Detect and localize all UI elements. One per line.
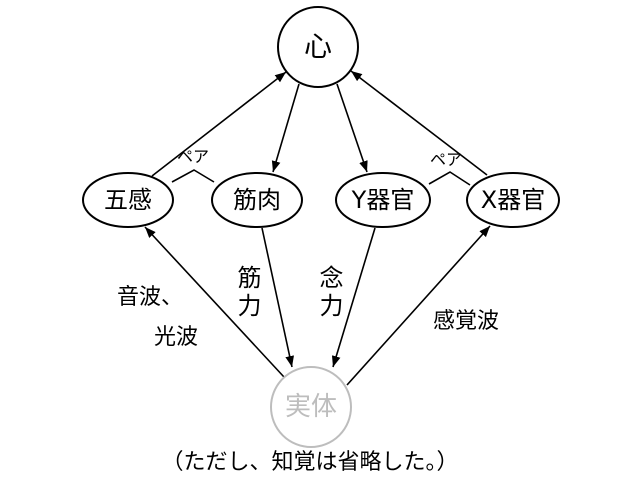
node-mind-shape — [277, 6, 359, 88]
pair-connector-left — [171, 169, 215, 183]
node-x-organ-shape — [466, 172, 560, 228]
arrow-entity-to-x-organ — [346, 225, 491, 386]
arrow-mind-to-y-organ — [336, 83, 368, 173]
sound-light-wave-label-line1: 音波、 — [116, 285, 184, 310]
node-entity-label: 実体 — [284, 392, 338, 422]
node-x-organ-label: X器官 — [480, 186, 546, 214]
diagram-caption: （ただし、知覚は省略した。） — [161, 450, 459, 475]
node-five-senses-shape — [82, 172, 174, 228]
node-muscle-shape — [211, 172, 303, 228]
sense-wave-label: 感覚波 — [432, 309, 500, 334]
node-y-organ-shape — [335, 172, 431, 228]
arrow-entity-to-five-senses — [144, 226, 285, 378]
arrow-mind-to-muscle — [271, 83, 300, 173]
muscle-force-label: 筋力 — [233, 265, 261, 321]
node-entity-shape — [270, 366, 352, 448]
psychokinesis-label: 念力 — [315, 265, 343, 321]
arrow-five-senses-to-mind — [151, 71, 287, 177]
pair-connector-right — [428, 171, 471, 186]
arrow-y-organ-to-entity — [331, 227, 376, 368]
arrow-muscle-to-entity — [261, 227, 294, 368]
node-y-organ-label: Y器官 — [351, 186, 415, 214]
node-muscle-label: 筋肉 — [233, 186, 281, 214]
arrow-x-organ-to-mind — [350, 70, 488, 176]
node-five-senses-label: 五感 — [104, 186, 152, 214]
sound-light-wave-label-line2: 光波 — [153, 325, 199, 350]
pair-label-right: ペア — [429, 150, 463, 169]
pair-label-left: ペア — [176, 147, 210, 166]
node-mind-label: 心 — [303, 30, 333, 63]
